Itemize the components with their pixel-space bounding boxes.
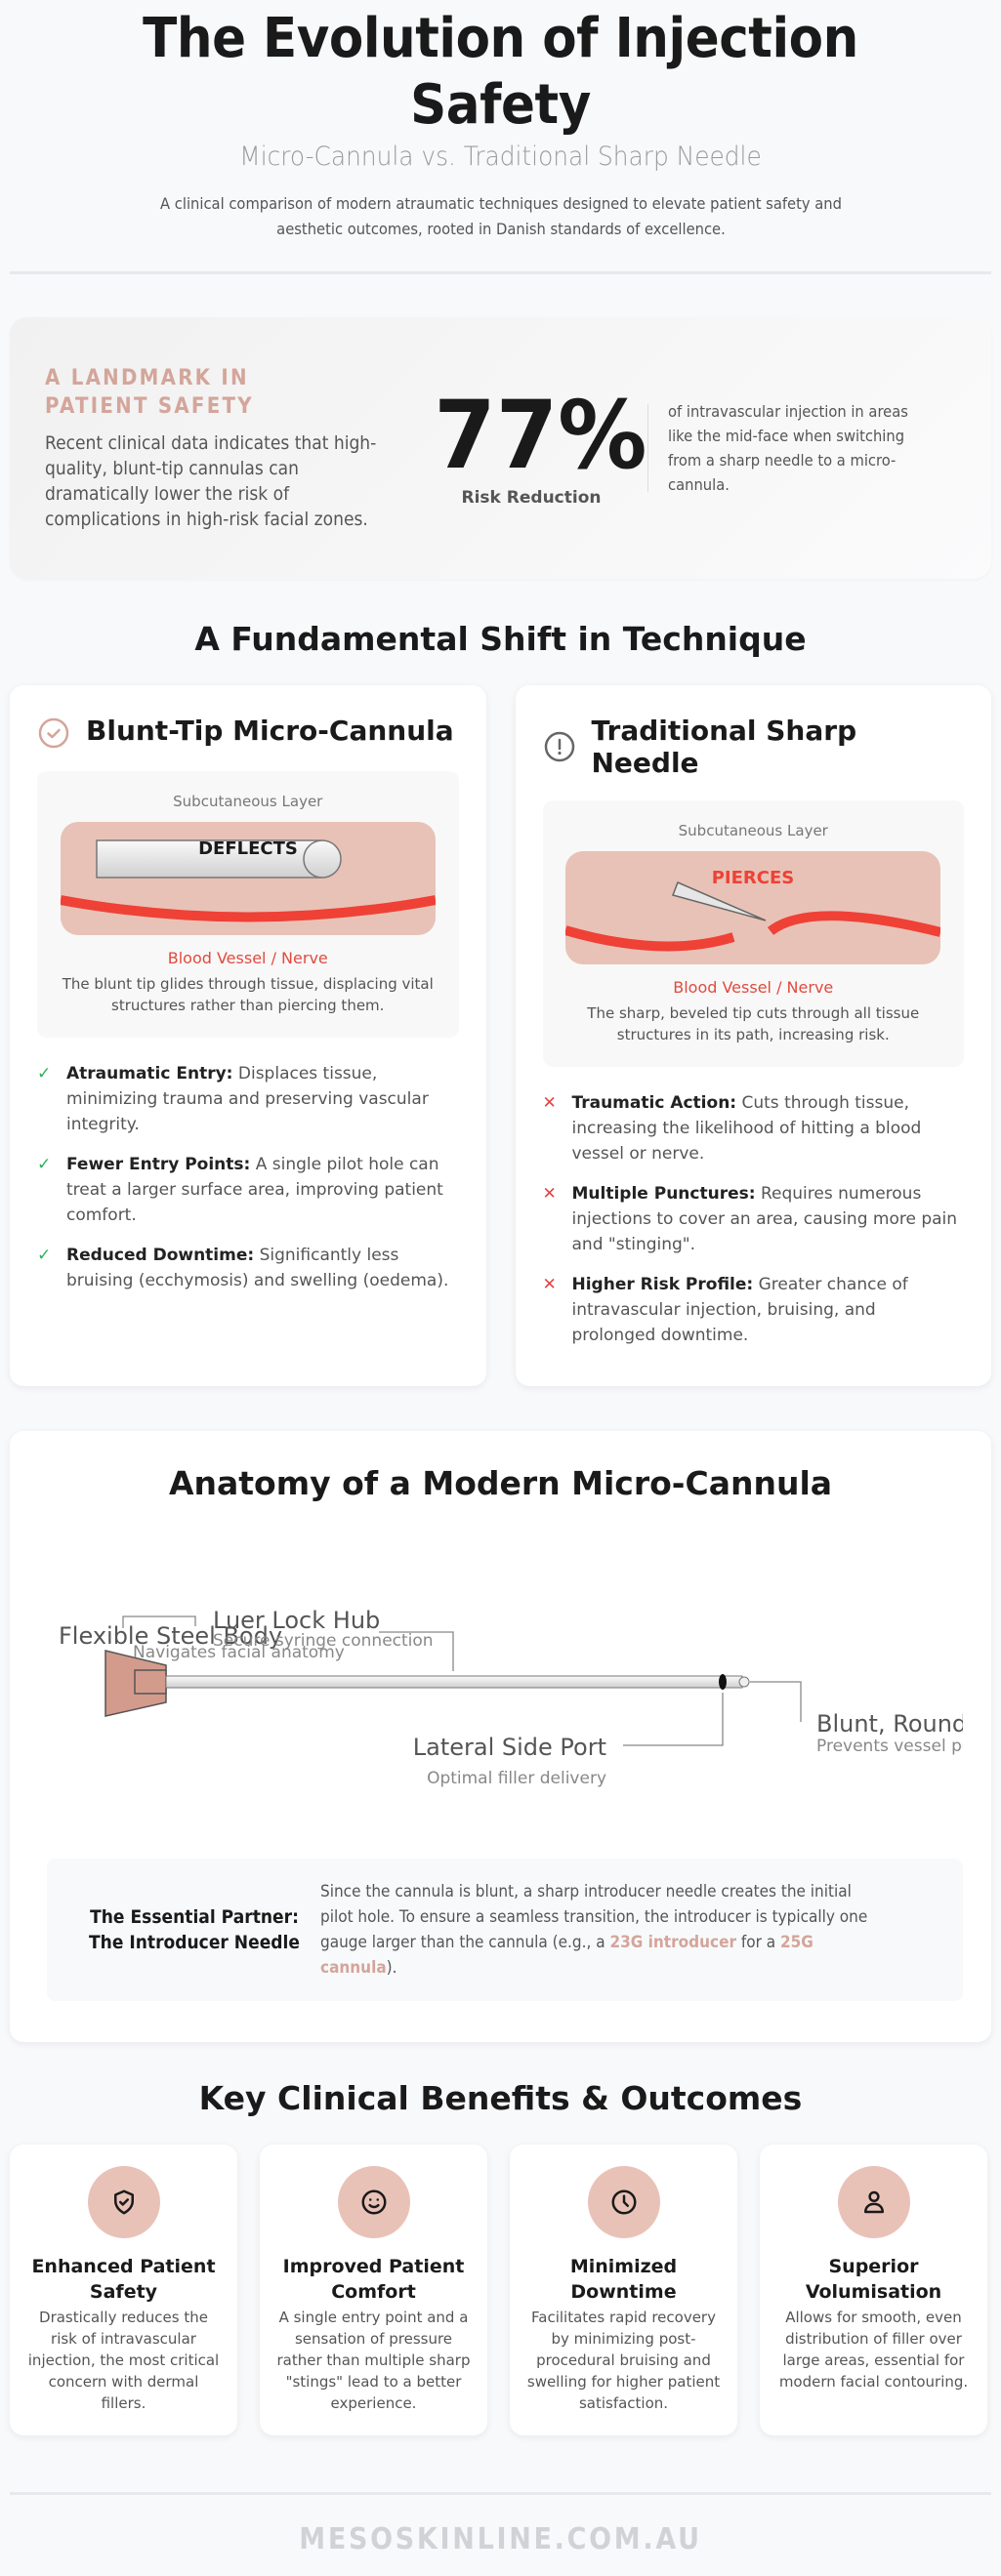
svg-text:DEFLECTS: DEFLECTS (198, 838, 298, 859)
svg-text:Navigates facial anatomy: Navigates facial anatomy (133, 1643, 345, 1662)
cannula-anatomy-diagram: Flexible Steel Body Navigates facial ana… (47, 1577, 963, 1763)
svg-text:Secure syringe connection: Secure syringe connection (213, 1631, 434, 1651)
section-title-anatomy: Anatomy of a Modern Micro-Cannula (168, 1464, 833, 1502)
benefit-text: Drastically reduces the risk of intravas… (27, 2309, 220, 2412)
benefit-title: Minimized Downtime (569, 2256, 678, 2303)
cannula-deflect-illustration: DEFLECTS (60, 822, 436, 935)
page-title: The Evolution of Injection Safety (143, 7, 858, 137)
page-header: The Evolution of Injection Safety Micro-… (10, 0, 991, 242)
landmark-kicker: A LANDMARK IN PATIENT SAFETY (45, 366, 254, 419)
vessel-label: Blood Vessel / Nerve (673, 978, 834, 997)
cannula-diagram: Subcutaneous Layer DEFLECTS Blood Vessel… (37, 771, 459, 1038)
benefit-text: Facilitates rapid recovery by minimizing… (526, 2309, 721, 2412)
cannula-benefits-list: ✓Atraumatic Entry: Displaces tissue, min… (37, 1061, 459, 1293)
benefit-text: Allows for smooth, even distribution of … (778, 2309, 969, 2391)
check-icon: ✓ (37, 1246, 52, 1265)
needle-risks-list: ✕Traumatic Action: Cuts through tissue, … (543, 1090, 965, 1348)
page-subtitle: Micro-Cannula vs. Traditional Sharp Need… (239, 142, 762, 172)
stat-divider (647, 404, 648, 492)
layer-label: Subcutaneous Layer (173, 793, 323, 810)
stat-label: Risk Reduction (461, 488, 602, 508)
partner-title: The Essential Partner: The Introducer Ne… (88, 1906, 301, 1953)
list-item: ✓Atraumatic Entry: Displaces tissue, min… (37, 1061, 459, 1137)
benefit-title: Enhanced Patient Safety (31, 2256, 216, 2303)
benefit-title: Improved Patient Comfort (282, 2256, 465, 2303)
svg-text:Lateral Side Port: Lateral Side Port (413, 1734, 606, 1761)
needle-title: Traditional Sharp Needle (591, 715, 857, 779)
stat-block: 77% Risk Reduction (429, 381, 647, 508)
needle-card: Traditional Sharp Needle Subcutaneous La… (515, 685, 991, 1386)
check-icon: ✓ (37, 1155, 52, 1174)
needle-diagram: Subcutaneous Layer PIERCES Blood Vessel … (542, 800, 964, 1067)
benefit-card: Improved Patient Comfort A single entry … (260, 2145, 487, 2435)
list-item: ✕Higher Risk Profile: Greater chance of … (543, 1272, 965, 1348)
partner-text: Since the cannula is blunt, a sharp intr… (320, 1882, 868, 1978)
clock-icon (587, 2166, 660, 2238)
stat-detail: of intravascular injection in areas like… (668, 402, 908, 494)
page-lead: A clinical comparison of modern atraumat… (159, 194, 842, 238)
stat-value: 77% (434, 381, 647, 490)
layer-label: Subcutaneous Layer (678, 822, 828, 839)
list-item: ✕Multiple Punctures: Requires numerous i… (543, 1181, 965, 1257)
shield-check-icon (87, 2166, 160, 2238)
landmark-body: Recent clinical data indicates that high… (45, 432, 377, 530)
benefit-text: A single entry point and a sensation of … (276, 2309, 471, 2412)
cross-icon: ✕ (542, 1184, 557, 1204)
smile-icon (337, 2166, 410, 2238)
diagram-caption: The blunt tip glides through tissue, dis… (62, 975, 434, 1014)
check-circle-icon (37, 716, 70, 750)
list-item: ✓Reduced Downtime: Significantly less br… (37, 1243, 459, 1293)
cannula-card: Blunt-Tip Micro-Cannula Subcutaneous Lay… (10, 685, 486, 1386)
benefit-card: Superior Volumisation Allows for smooth,… (760, 2145, 987, 2435)
diagram-caption: The sharp, beveled tip cuts through all … (587, 1004, 920, 1043)
list-item: ✕Traumatic Action: Cuts through tissue, … (543, 1090, 965, 1166)
comparison-section: Blunt-Tip Micro-Cannula Subcutaneous Lay… (10, 685, 991, 1386)
svg-text:Luer Lock Hub: Luer Lock Hub (213, 1607, 380, 1634)
divider (10, 2492, 991, 2495)
svg-text:Prevents vessel perforation: Prevents vessel perforation (816, 1737, 963, 1756)
user-icon (837, 2166, 910, 2238)
landmark-banner: A LANDMARK IN PATIENT SAFETY Recent clin… (10, 317, 991, 579)
cross-icon: ✕ (542, 1093, 557, 1113)
svg-text:Flexible Steel Body: Flexible Steel Body (59, 1622, 282, 1650)
alert-circle-icon (543, 716, 576, 762)
benefit-title: Superior Volumisation (805, 2256, 942, 2303)
check-icon: ✓ (37, 1064, 52, 1084)
cross-icon: ✕ (542, 1275, 557, 1294)
svg-text:Optimal filler delivery: Optimal filler delivery (427, 1769, 606, 1788)
svg-text:PIERCES: PIERCES (712, 868, 795, 888)
benefit-card: Minimized Downtime Facilitates rapid rec… (510, 2145, 737, 2435)
needle-pierce-illustration: PIERCES (565, 851, 941, 964)
svg-text:Blunt, Rounded Tip: Blunt, Rounded Tip (816, 1710, 963, 1738)
introducer-needle-callout: The Essential Partner: The Introducer Ne… (47, 1859, 963, 2001)
section-title-technique: A Fundamental Shift in Technique (194, 620, 807, 658)
benefits-grid: Enhanced Patient Safety Drastically redu… (10, 2145, 991, 2435)
section-title-benefits: Key Clinical Benefits & Outcomes (198, 2079, 803, 2117)
footer-brand: MESOSKINLINE.COM.AU (299, 2522, 702, 2556)
vessel-label: Blood Vessel / Nerve (167, 949, 328, 967)
list-item: ✓Fewer Entry Points: A single pilot hole… (37, 1152, 459, 1228)
cannula-title: Blunt-Tip Micro-Cannula (86, 715, 454, 747)
benefit-card: Enhanced Patient Safety Drastically redu… (10, 2145, 237, 2435)
anatomy-section: Anatomy of a Modern Micro-Cannula Flexib… (10, 1431, 991, 2042)
divider (10, 271, 991, 274)
